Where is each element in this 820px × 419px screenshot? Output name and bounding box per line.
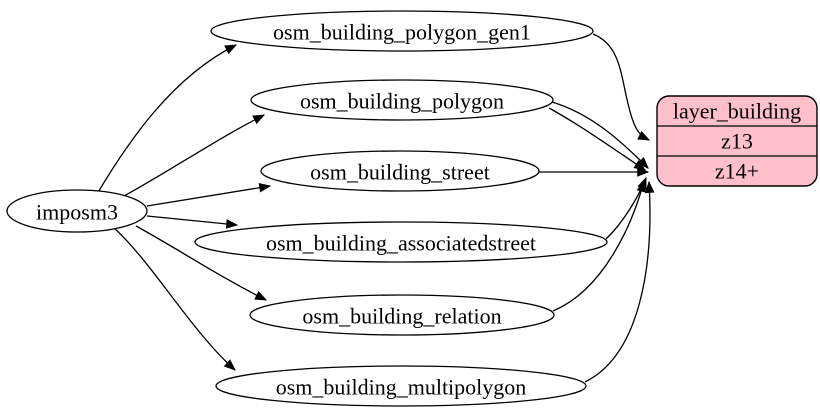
osm-building-polygon-gen1-ellipse xyxy=(210,10,594,52)
edge-osm-building-polygon-gen1-to-z13 xyxy=(592,33,651,141)
imposm3-ellipse xyxy=(6,189,148,233)
edge-osm-building-relation-to-z14 xyxy=(552,179,646,312)
node-osm-building-polygon-gen1: osm_building_polygon_gen1 xyxy=(210,10,594,52)
osm-building-multipolygon-label: osm_building_multipolygon xyxy=(276,375,527,400)
edge-imposm3-to-osm-building-associatedstreet xyxy=(146,215,239,229)
node-osm-building-relation: osm_building_relation xyxy=(249,294,555,336)
osm-building-associatedstreet-label: osm_building_associatedstreet xyxy=(266,231,536,256)
osm-building-polygon-gen1-label: osm_building_polygon_gen1 xyxy=(273,20,531,45)
node-osm-building-street: osm_building_street xyxy=(260,150,540,192)
osm-building-street-label: osm_building_street xyxy=(310,160,490,185)
node-imposm3: imposm3 xyxy=(6,189,148,233)
osm-building-street-ellipse xyxy=(260,150,540,192)
layer-building-row-z13: z13 xyxy=(721,129,753,154)
edge-imposm3-to-osm-building-polygon-gen1 xyxy=(96,44,238,195)
layer-building-row-z14: z14+ xyxy=(715,159,759,184)
edge-imposm3-to-osm-building-polygon xyxy=(123,114,266,197)
osm-building-polygon-ellipse xyxy=(250,79,554,121)
edge-imposm3-to-osm-building-relation xyxy=(135,225,268,301)
edge-osm-building-polygon-to-z14-a xyxy=(551,101,649,169)
layer-building-title: layer_building xyxy=(673,99,801,124)
edge-osm-building-polygon-to-z14-b xyxy=(548,107,646,171)
osm-building-relation-label: osm_building_relation xyxy=(302,304,501,329)
layer-building-box xyxy=(656,95,818,187)
osm-building-relation-ellipse xyxy=(249,294,555,336)
node-osm-building-multipolygon: osm_building_multipolygon xyxy=(215,365,587,407)
edge-imposm3-to-osm-building-street xyxy=(146,182,272,207)
imposm3-label: imposm3 xyxy=(36,200,118,225)
osm-building-multipolygon-ellipse xyxy=(215,365,587,407)
node-osm-building-associatedstreet: osm_building_associatedstreet xyxy=(194,221,608,263)
edge-osm-building-multipolygon-to-z14 xyxy=(584,180,655,383)
edge-imposm3-to-osm-building-multipolygon xyxy=(112,226,236,371)
osm-building-polygon-label: osm_building_polygon xyxy=(300,89,504,114)
node-osm-building-polygon: osm_building_polygon xyxy=(250,79,554,121)
osm-building-associatedstreet-ellipse xyxy=(194,221,608,263)
node-layer-building: layer_building z13 z14+ xyxy=(656,95,818,187)
